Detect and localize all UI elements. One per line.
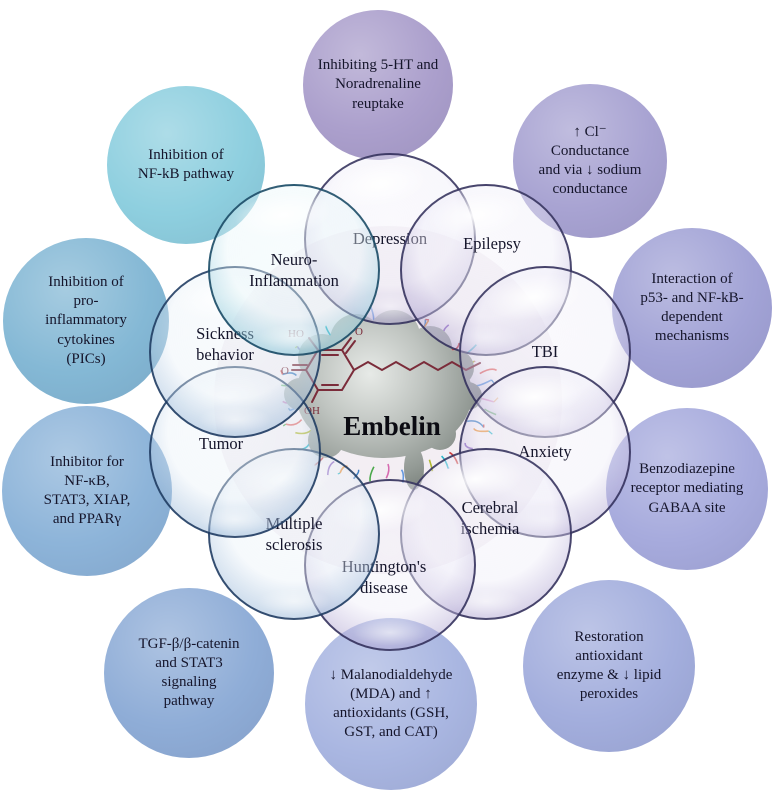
outer-circle-restoration-antioxidant-enzyme: Restoration antioxidant enzyme & ↓ lipid…: [523, 580, 695, 752]
outer-circle-inhibiting-5ht-noradrenaline-reuptake: Inhibiting 5-HT and Noradrenaline reupta…: [303, 10, 453, 160]
outer-circle-label: Inhibition of pro- inflammatory cytokine…: [45, 274, 127, 367]
inner-circle-label: TBI: [531, 342, 559, 362]
inner-circle-label: Cerebral ischemia: [460, 497, 520, 538]
center-label: Embelin: [343, 411, 441, 441]
outer-circle-tgf-beta-catenin-stat3: TGF-β/β-catenin and STAT3 signaling path…: [104, 588, 274, 758]
inner-circle-label: Tumor: [198, 434, 244, 454]
outer-circle-label: TGF-β/β-catenin and STAT3 signaling path…: [138, 635, 240, 710]
outer-circle-benzodiazepine-gabaa: Benzodiazepine receptor mediating GABAA …: [606, 408, 768, 570]
structure-label-o-top: O: [355, 326, 363, 338]
outer-circle-label: Restoration antioxidant enzyme & ↓ lipid…: [556, 628, 662, 703]
outer-circle-p53-nfkb-mechanisms: Interaction of p53- and NF-kB- dependent…: [612, 228, 772, 388]
inner-circle-neuro-inflammation: Neuro- Inflammation: [208, 184, 380, 356]
outer-circle-label: ↓ Malanodialdehyde (MDA) and ↑ antioxida…: [329, 666, 453, 741]
inner-circle-label: Neuro- Inflammation: [249, 249, 339, 290]
outer-circle-label: Benzodiazepine receptor mediating GABAA …: [630, 461, 744, 516]
outer-circle-label: Inhibition of NF-kB pathway: [137, 146, 235, 182]
outer-circle-label: ↑ Cl⁻ Conductance and via ↓ sodium condu…: [538, 123, 642, 198]
outer-circle-label: Interaction of p53- and NF-kB- dependent…: [640, 270, 744, 345]
outer-circle-mda-antioxidants: ↓ Malanodialdehyde (MDA) and ↑ antioxida…: [305, 618, 477, 790]
inner-circle-label: Anxiety: [518, 442, 572, 462]
outer-circle-proinflammatory-cytokines: Inhibition of pro- inflammatory cytokine…: [3, 238, 169, 404]
outer-circle-inhibitor-nfkb-stat3-xiap-pparg: Inhibitor for NF-κB, STAT3, XIAP, and PP…: [2, 406, 172, 576]
outer-circle-label: Inhibitor for NF-κB, STAT3, XIAP, and PP…: [43, 453, 131, 528]
inner-circle-label: Epilepsy: [463, 234, 521, 254]
outer-circle-label: Inhibiting 5-HT and Noradrenaline reupta…: [317, 57, 439, 112]
outer-circle-nfkb-pathway-inhibition: Inhibition of NF-kB pathway: [107, 86, 265, 244]
outer-circle-chloride-sodium-conductance: ↑ Cl⁻ Conductance and via ↓ sodium condu…: [513, 84, 667, 238]
